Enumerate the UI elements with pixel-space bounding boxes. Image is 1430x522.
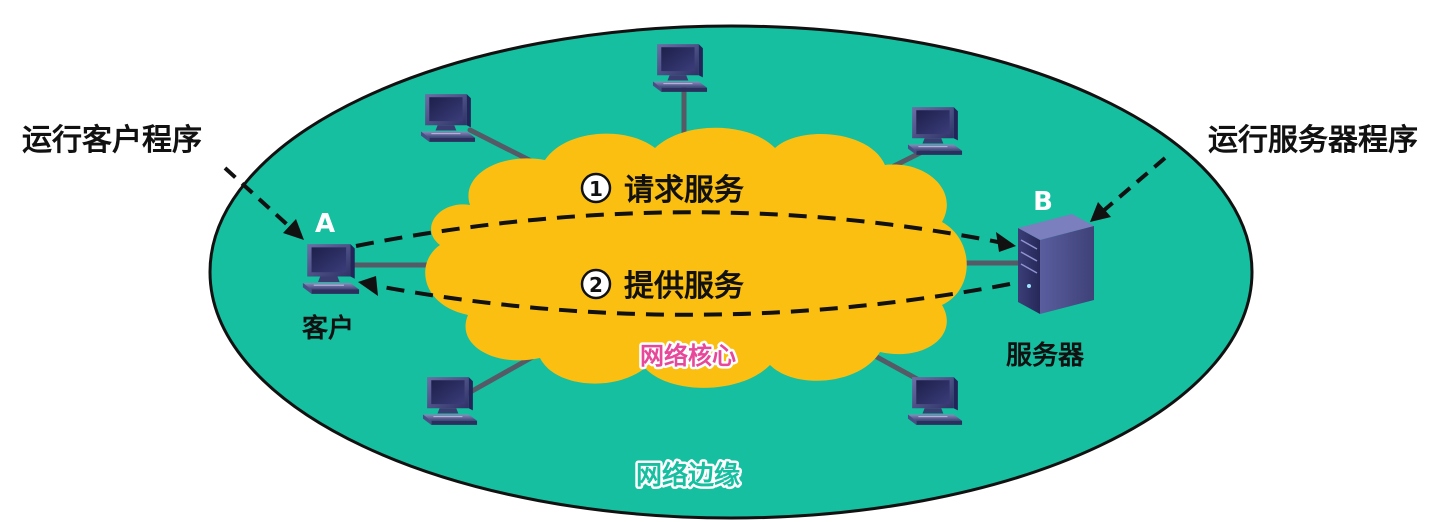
client-label: 客户 — [302, 313, 354, 344]
client-computer-icon — [302, 243, 360, 295]
provide-service-label: 提供服务 — [624, 269, 744, 304]
step-1-marker: 1 — [580, 172, 612, 204]
client-program-callout-arrow — [223, 166, 304, 240]
step-2-number: 2 — [589, 273, 603, 297]
desktop-computer-icon — [420, 93, 476, 143]
desktop-computer-icon — [422, 376, 478, 426]
desktop-computer-icon — [652, 43, 708, 93]
server-program-label: 运行服务器程序 — [1208, 123, 1418, 158]
network-core-cloud — [425, 127, 967, 388]
host-b-label: B — [1033, 187, 1053, 217]
request-service-label: 请求服务 — [624, 173, 744, 208]
server-label: 服务器 — [1006, 341, 1085, 371]
network-core-label: 网络核心 — [640, 342, 736, 370]
step-1-number: 1 — [589, 177, 603, 201]
network-edge-label: 网络边缘 — [636, 460, 740, 491]
host-a-label: A — [315, 209, 335, 239]
request-arrow — [355, 210, 1016, 252]
response-arrow — [358, 276, 1011, 317]
client-program-label: 运行客户程序 — [22, 123, 202, 158]
desktop-computer-icon — [907, 106, 963, 156]
server-tower-icon — [1018, 214, 1094, 314]
desktop-computer-icon — [907, 376, 963, 426]
step-2-marker: 2 — [580, 268, 612, 300]
server-program-callout-arrow — [1090, 156, 1167, 222]
